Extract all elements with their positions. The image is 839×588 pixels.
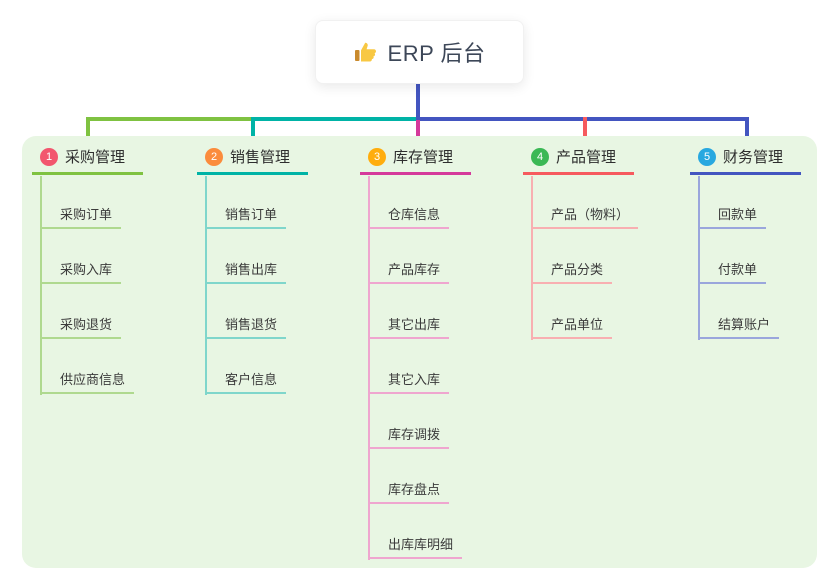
child-node[interactable]: 销售订单 bbox=[205, 203, 287, 229]
branch-children-connector bbox=[531, 176, 533, 340]
child-node[interactable]: 销售退货 bbox=[205, 313, 287, 339]
branch-children-connector bbox=[698, 176, 700, 340]
child-node[interactable]: 客户信息 bbox=[205, 368, 287, 394]
branches-background-panel bbox=[22, 136, 817, 568]
child-node[interactable]: 采购订单 bbox=[40, 203, 122, 229]
branch-inventory-node[interactable]: 3 库存管理 bbox=[360, 145, 472, 175]
connector-teal-drop bbox=[251, 117, 255, 145]
child-node[interactable]: 销售出库 bbox=[205, 258, 287, 284]
child-node[interactable]: 库存盘点 bbox=[368, 478, 450, 504]
root-node-label: ERP 后台 bbox=[387, 41, 486, 66]
branch-finance-node[interactable]: 5 财务管理 bbox=[690, 145, 802, 175]
connector-red-drop bbox=[583, 117, 587, 145]
child-node[interactable]: 仓库信息 bbox=[368, 203, 450, 229]
connector-green-horizontal bbox=[86, 117, 255, 121]
child-node[interactable]: 产品分类 bbox=[531, 258, 613, 284]
branch-number-badge: 3 bbox=[368, 147, 386, 166]
child-node[interactable]: 产品（物料） bbox=[531, 203, 639, 229]
branch-label: 库存管理 bbox=[393, 149, 454, 166]
branch-label: 销售管理 bbox=[230, 149, 291, 166]
connector-magenta-drop bbox=[416, 120, 420, 145]
connector-teal-horizontal bbox=[251, 117, 420, 121]
child-node[interactable]: 产品库存 bbox=[368, 258, 450, 284]
child-node[interactable]: 出库库明细 bbox=[368, 533, 463, 559]
branch-number-badge: 4 bbox=[531, 147, 549, 166]
child-node[interactable]: 回款单 bbox=[698, 203, 767, 229]
child-node[interactable]: 采购入库 bbox=[40, 258, 122, 284]
branch-product: 4 产品管理 产品（物料） 产品分类 产品单位 bbox=[523, 145, 683, 575]
branch-inventory: 3 库存管理 仓库信息 产品库存 其它出库 其它入库 库存调拨 库存盘点 出库库… bbox=[360, 145, 520, 575]
branch-number-badge: 1 bbox=[40, 147, 58, 166]
branch-purchase: 1 采购管理 采购订单 采购入库 采购退货 供应商信息 bbox=[32, 145, 192, 575]
thumbs-up-icon bbox=[354, 40, 378, 64]
child-node[interactable]: 付款单 bbox=[698, 258, 767, 284]
child-node[interactable]: 采购退货 bbox=[40, 313, 122, 339]
root-connector-line bbox=[416, 84, 420, 118]
child-node[interactable]: 其它入库 bbox=[368, 368, 450, 394]
branch-sales-node[interactable]: 2 销售管理 bbox=[197, 145, 309, 175]
connector-indigo-drop bbox=[745, 117, 749, 145]
branch-number-badge: 2 bbox=[205, 147, 223, 166]
child-node[interactable]: 供应商信息 bbox=[40, 368, 135, 394]
branch-product-node[interactable]: 4 产品管理 bbox=[523, 145, 635, 175]
connector-indigo-horizontal bbox=[416, 117, 749, 121]
branch-purchase-node[interactable]: 1 采购管理 bbox=[32, 145, 144, 175]
branch-label: 产品管理 bbox=[556, 149, 617, 166]
child-node[interactable]: 产品单位 bbox=[531, 313, 613, 339]
connector-green-drop bbox=[86, 117, 90, 145]
root-node[interactable]: ERP 后台 bbox=[315, 20, 524, 84]
child-node[interactable]: 其它出库 bbox=[368, 313, 450, 339]
child-node[interactable]: 库存调拨 bbox=[368, 423, 450, 449]
branch-label: 财务管理 bbox=[723, 149, 784, 166]
branch-number-badge: 5 bbox=[698, 147, 716, 166]
child-node[interactable]: 结算账户 bbox=[698, 313, 780, 339]
branch-label: 采购管理 bbox=[65, 149, 126, 166]
branch-children-connector bbox=[368, 176, 370, 560]
branch-children-connector bbox=[40, 176, 42, 395]
branch-children-connector bbox=[205, 176, 207, 395]
branch-finance: 5 财务管理 回款单 付款单 结算账户 bbox=[690, 145, 839, 575]
branch-sales: 2 销售管理 销售订单 销售出库 销售退货 客户信息 bbox=[197, 145, 357, 575]
